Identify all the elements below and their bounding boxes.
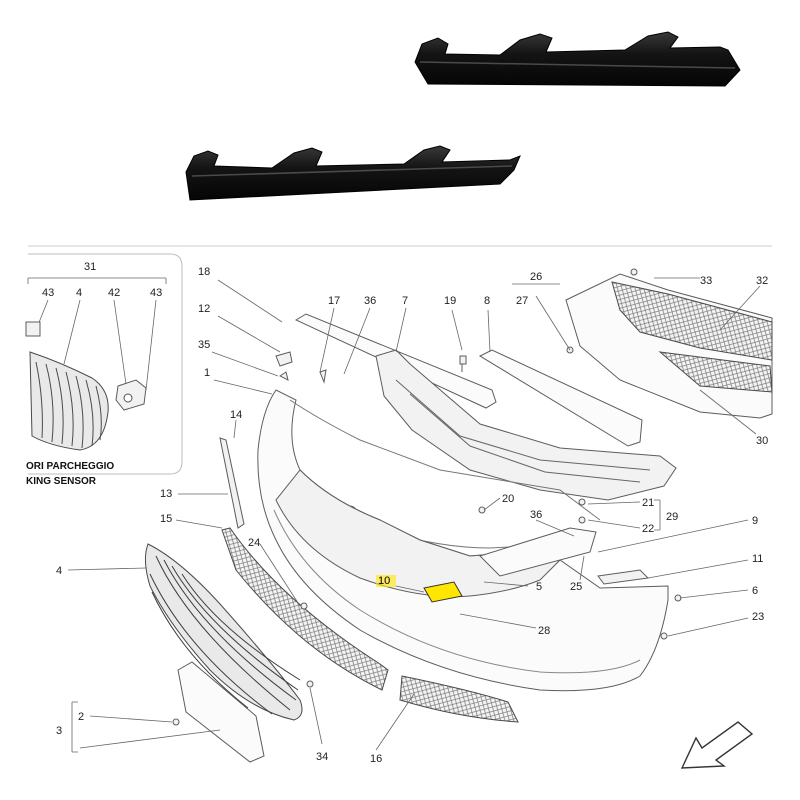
part-11-insert [597, 569, 650, 585]
part-19-screw [459, 355, 467, 372]
part-10-highlighted [423, 581, 463, 603]
part-24-clip [300, 602, 308, 610]
trim-strip-photo-bottom [185, 145, 521, 201]
callout-1: 1 [204, 367, 210, 379]
trim-strip-photo-top [414, 31, 741, 87]
part-32-upper-mesh [611, 281, 773, 361]
callout-29: 29 [666, 511, 678, 523]
part-17-clip [319, 369, 327, 384]
inset-label-42: 42 [108, 287, 120, 299]
part-20-screw [478, 506, 486, 514]
callout-10-text: 10 [378, 575, 390, 587]
callout-20: 20 [502, 493, 514, 505]
callout-5: 5 [536, 581, 542, 593]
arrow-down-left-icon [680, 721, 754, 769]
callout-33: 33 [700, 275, 712, 287]
callout-18: 18 [198, 266, 210, 278]
inset-panel: 31 43 4 42 43 ORI PARCHEGGIO KING SENSOR [25, 253, 183, 487]
part-7-bracket [375, 349, 677, 501]
callout-15: 15 [160, 513, 172, 525]
part-2-screw [172, 718, 180, 726]
callout-16: 16 [370, 753, 382, 765]
callout-4: 4 [56, 565, 62, 577]
callout-36-mid: 36 [530, 509, 542, 521]
callout-32: 32 [756, 275, 768, 287]
callout-23: 23 [752, 611, 764, 623]
part-21-clip [578, 498, 586, 506]
callout-numbers: 18 12 35 1 17 36 7 19 8 26 27 33 32 30 1… [56, 266, 768, 765]
callout-30: 30 [756, 435, 768, 447]
part-23-screw [660, 632, 668, 640]
inset-caption-line2: KING SENSOR [26, 476, 97, 487]
callout-34: 34 [316, 751, 328, 763]
callout-36-top: 36 [364, 295, 376, 307]
callout-19: 19 [444, 295, 456, 307]
part-35-clip [279, 371, 289, 381]
callout-17: 17 [328, 295, 340, 307]
part-33-clip [630, 268, 638, 276]
callout-24: 24 [248, 537, 260, 549]
inset-label-43a: 43 [42, 287, 54, 299]
part-30-lower-mesh [658, 351, 773, 393]
callout-22: 22 [642, 523, 654, 535]
part-3-plate-bracket [177, 661, 265, 763]
inset-caption-line1: ORI PARCHEGGIO [26, 461, 114, 472]
callout-35: 35 [198, 339, 210, 351]
callout-6: 6 [752, 585, 758, 597]
callout-25: 25 [570, 581, 582, 593]
callout-11: 11 [752, 553, 763, 565]
callout-26: 26 [530, 271, 542, 283]
part-4-main-grille [144, 543, 303, 721]
part-34-screw [306, 680, 314, 688]
callout-2: 2 [78, 711, 84, 723]
inset-label-43b: 43 [150, 287, 162, 299]
callout-28: 28 [538, 625, 550, 637]
callout-27: 27 [516, 295, 528, 307]
callout-14: 14 [230, 409, 242, 421]
callout-21: 21 [642, 497, 654, 509]
callout-12: 12 [198, 303, 210, 315]
inset-label-4: 4 [76, 287, 82, 299]
callout-8: 8 [484, 295, 490, 307]
part-16-lower-right-mesh [399, 675, 519, 723]
callout-13: 13 [160, 488, 172, 500]
part-9-side-trim [479, 527, 597, 577]
inset-group-label: 31 [84, 261, 96, 273]
leader-lines [67, 277, 761, 753]
part-13-side-strip [219, 437, 245, 529]
part-12-bracket [275, 351, 293, 367]
callout-9: 9 [752, 515, 758, 527]
callout-3: 3 [56, 725, 62, 737]
part-22-clip [578, 516, 586, 524]
sensor-clip [25, 321, 41, 337]
callout-7: 7 [402, 295, 408, 307]
